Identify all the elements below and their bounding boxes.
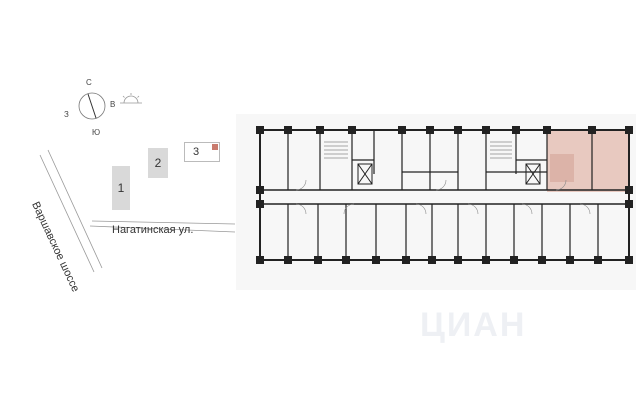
road-nagatinskaya-label: Нагатинская ул. — [112, 224, 194, 236]
building-1[interactable]: 1 — [112, 166, 130, 210]
building-2[interactable]: 2 — [148, 148, 168, 178]
floor-plan — [236, 114, 636, 290]
compass-west: З — [64, 110, 69, 119]
sun-icon — [120, 93, 142, 104]
building-1-label: 1 — [117, 181, 125, 195]
building-3-selected-marker — [212, 144, 218, 150]
building-3[interactable]: 3 — [184, 142, 220, 162]
compass-east: В — [110, 100, 116, 109]
road-lines — [39, 149, 236, 273]
compass-south: Ю — [92, 128, 101, 137]
compass-north: С — [86, 78, 92, 87]
building-2-label: 2 — [154, 156, 162, 170]
building-3-label: 3 — [193, 146, 200, 158]
compass-icon — [78, 92, 106, 120]
watermark: ЦИАН — [420, 306, 527, 344]
